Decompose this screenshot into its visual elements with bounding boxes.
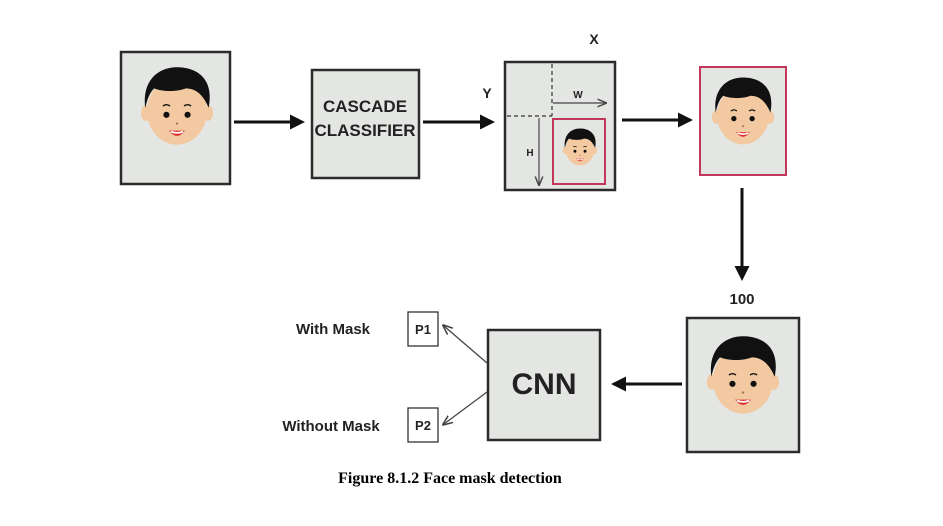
cascade-label-line2: CLASSIFIER: [314, 121, 415, 140]
width-label: W: [573, 90, 583, 101]
figure-caption: Figure 8.1.2 Face mask detection: [338, 470, 562, 487]
arrow-up-left-icon: [444, 326, 488, 364]
output-p1-label: P1: [415, 322, 431, 337]
cnn-label: CNN: [512, 368, 577, 401]
input-face-box: [119, 50, 232, 186]
cnn-box: CNN: [486, 328, 602, 442]
with-mask-label: With Mask: [296, 321, 371, 338]
cascade-classifier-box: CASCADE CLASSIFIER: [310, 68, 421, 180]
without-mask-label: Without Mask: [282, 418, 380, 435]
height-label: H: [526, 148, 533, 159]
output-p1-box: P1: [407, 311, 439, 347]
resized-face-box: [685, 316, 801, 454]
cropped-face-box: [699, 66, 787, 176]
output-p2-label: P2: [415, 418, 431, 433]
cascade-label-line1: CASCADE: [323, 97, 407, 116]
axis-x-label: X: [589, 31, 599, 47]
resize-label: 100: [729, 291, 754, 308]
axis-y-label: Y: [482, 85, 492, 101]
detection-frame: W H: [503, 60, 617, 192]
output-p2-box: P2: [407, 407, 439, 443]
arrow-down-left-icon: [444, 391, 488, 424]
